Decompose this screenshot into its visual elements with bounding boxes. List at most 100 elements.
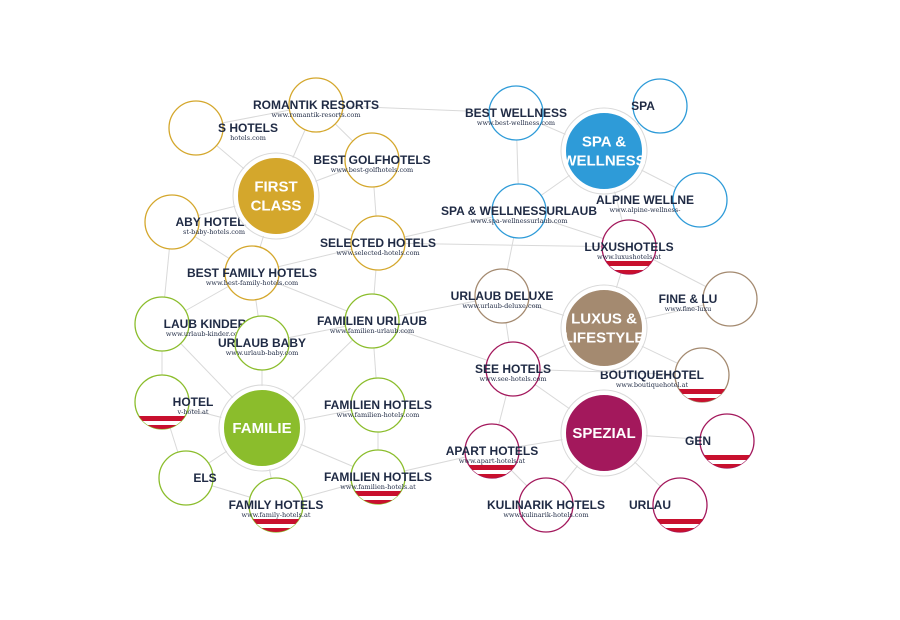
- node-ring: [145, 195, 199, 249]
- node-ring: [135, 297, 189, 351]
- node-url: v-hotel.at: [176, 408, 208, 416]
- hub-circle: [222, 388, 302, 468]
- node-label: BEST FAMILY HOTELS: [187, 266, 317, 280]
- node-label: ALPINE WELLNE: [596, 193, 694, 207]
- node-label: URLAUB BABY: [218, 336, 306, 350]
- hub-outline: [561, 108, 647, 194]
- node-url: www.best-family-hotels.com: [206, 279, 298, 287]
- node-ring: [475, 269, 529, 323]
- austria-flag-icon: [351, 491, 405, 506]
- node-url: www.alpine-wellness-: [610, 206, 681, 214]
- node-url: www.see-hotels.com: [480, 375, 547, 383]
- node-label: GEN: [685, 434, 711, 448]
- node-ring: [351, 216, 405, 270]
- hub-spa-wellness[interactable]: SPA &WELLNESS: [561, 108, 647, 194]
- node-label: APART HOTELS: [446, 444, 538, 458]
- site-node-els-left[interactable]: ELS: [159, 451, 217, 505]
- node-url: www.selected-hotels.com: [336, 249, 419, 257]
- hub-luxus-lifestyle[interactable]: LUXUS &LIFESTYLE: [561, 285, 647, 371]
- hub-circle: [564, 393, 644, 473]
- node-ring: [225, 246, 279, 300]
- site-node-gen-right[interactable]: GEN: [685, 414, 754, 470]
- node-url: www.fine-luxu: [665, 305, 712, 313]
- hub-label: SPEZIAL: [572, 425, 635, 442]
- node-label: FAMILY HOTELS: [229, 498, 324, 512]
- node-ring: [633, 79, 687, 133]
- node-label: URLAU: [629, 498, 671, 512]
- node-label: SELECTED HOTELS: [320, 236, 436, 250]
- node-url: www.urlaub-kinder.com: [166, 330, 244, 338]
- node-ring: [492, 184, 546, 238]
- node-label: FAMILIEN URLAUB: [317, 314, 427, 328]
- site-node-spa-top-right[interactable]: SPA: [631, 79, 687, 133]
- node-ring: [345, 133, 399, 187]
- node-label: HOTEL: [173, 395, 214, 409]
- hub-outline: [233, 153, 319, 239]
- node-label: SPA: [631, 99, 655, 113]
- austria-flag-icon: [653, 519, 707, 534]
- node-label: LUXUSHOTELS: [584, 240, 673, 254]
- node-url: www.kulinarik-hotels.com: [503, 511, 588, 519]
- node-label: FAMILIEN HOTELS: [324, 398, 432, 412]
- node-label: BEST GOLFHOTELS: [313, 153, 430, 167]
- node-url: www.apart-hotels.at: [459, 457, 526, 465]
- node-ring: [519, 478, 573, 532]
- hub-circle: [236, 156, 316, 236]
- node-url: hotels.com: [230, 134, 266, 142]
- node-label: ABY HOTELS: [175, 215, 252, 229]
- node-label: BEST WELLNESS: [465, 106, 567, 120]
- node-url: www.spa-wellnessurlaub.com: [470, 217, 567, 225]
- node-label: ROMANTIK RESORTS: [253, 98, 379, 112]
- connection-line-romantik-resorts-best-wellness: [316, 105, 516, 113]
- node-ring: [159, 451, 213, 505]
- node-ring: [169, 101, 223, 155]
- node-label: KULINARIK HOTELS: [487, 498, 605, 512]
- hub-label: LIFESTYLE: [564, 330, 645, 347]
- hub-spezial[interactable]: SPEZIAL: [561, 390, 647, 476]
- node-url: www.romantik-resorts.com: [272, 111, 361, 119]
- site-node-urlau-right[interactable]: URLAU: [629, 478, 707, 534]
- connection-line-see-hotels-boutiquehotels: [513, 369, 702, 375]
- node-ring: [351, 378, 405, 432]
- site-node-spa-wellnessurlaub[interactable]: SPA & WELLNESSURLAUBwww.spa-wellnessurla…: [441, 184, 597, 238]
- node-url: www.familien-hotels.at: [340, 483, 416, 491]
- austria-flag-icon: [465, 465, 519, 480]
- austria-flag-icon: [249, 519, 303, 534]
- hub-familie[interactable]: FAMILIE: [219, 385, 305, 471]
- node-url: www.luxushotels.at: [597, 253, 661, 261]
- node-ring: [486, 342, 540, 396]
- austria-flag-icon: [602, 261, 656, 276]
- node-url: www.family-hotels.at: [242, 511, 311, 519]
- hub-outline: [561, 285, 647, 371]
- hub-outline: [561, 390, 647, 476]
- node-label: SPA & WELLNESSURLAUB: [441, 204, 597, 218]
- hub-label: CLASS: [251, 198, 302, 215]
- connection-line-selected-hotels-luxushotels: [378, 243, 629, 247]
- site-node-best-family-hotels[interactable]: BEST FAMILY HOTELSwww.best-family-hotels…: [187, 246, 317, 300]
- austria-flag-icon: [700, 455, 754, 470]
